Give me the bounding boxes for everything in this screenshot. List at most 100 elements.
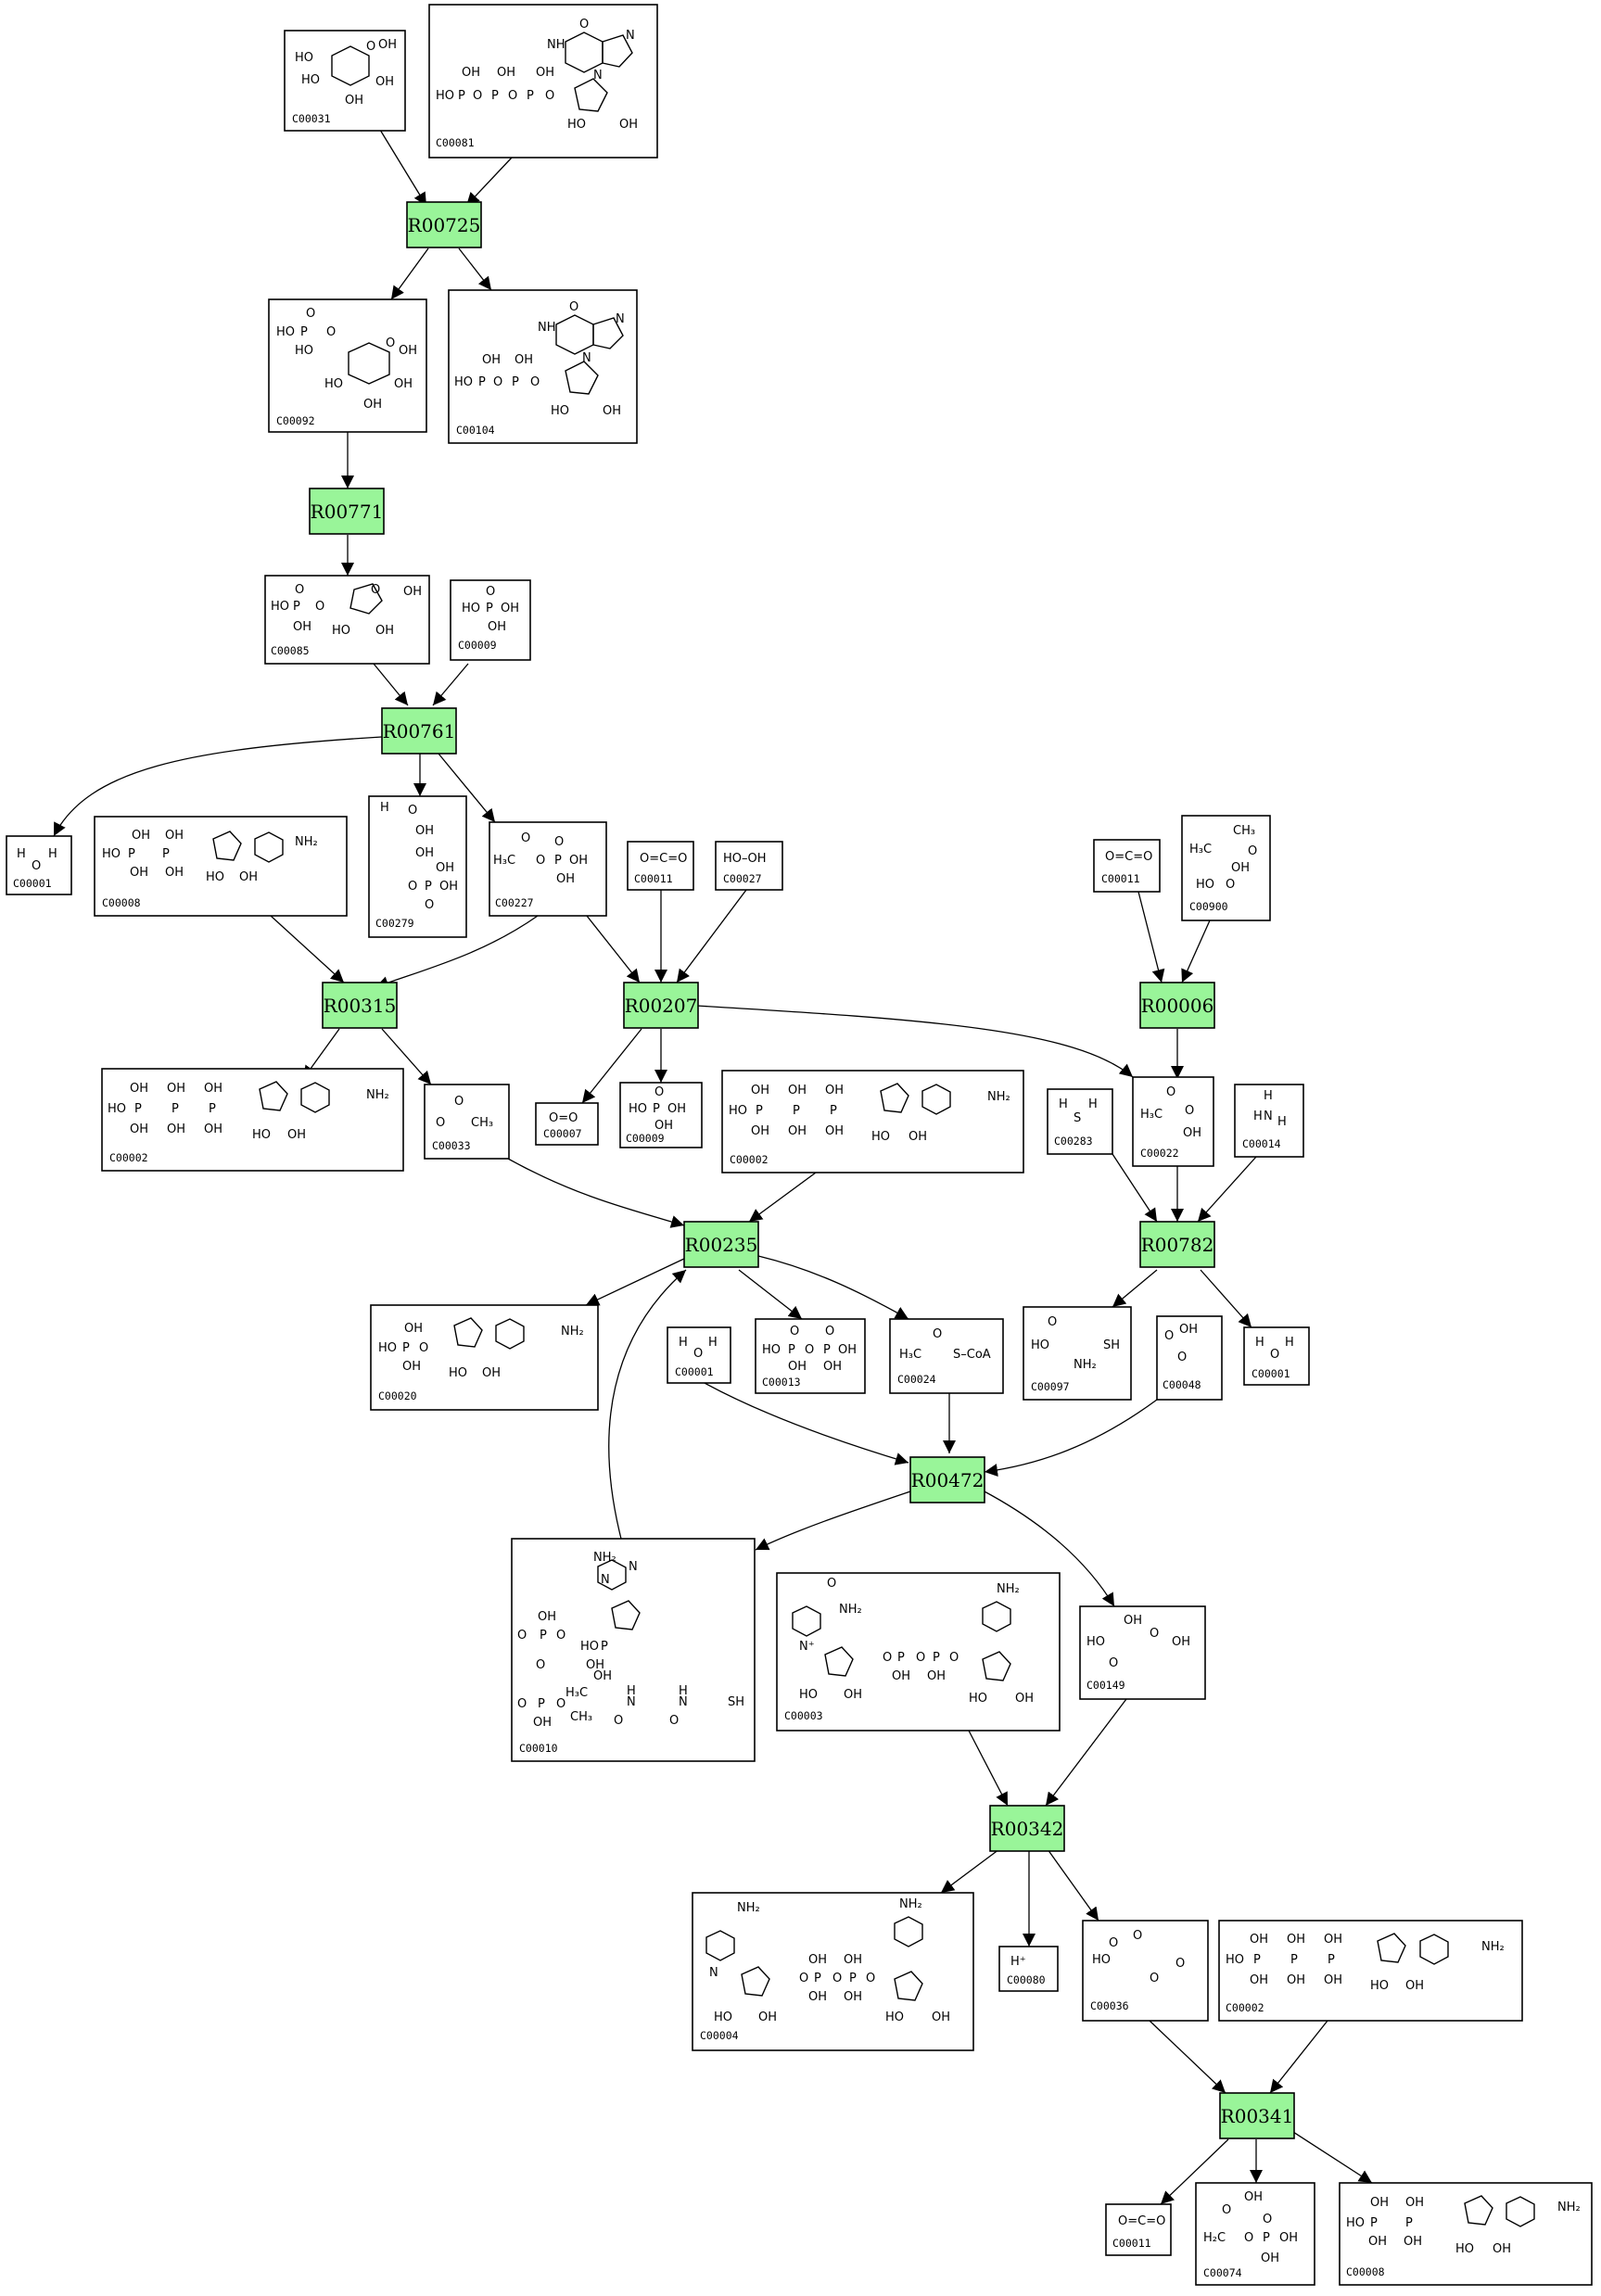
compound-c00024[interactable]: O H₃C S–CoA C00024 bbox=[889, 1318, 1004, 1394]
reaction-r00207[interactable]: R00207 bbox=[623, 982, 699, 1029]
atom: OH bbox=[204, 1082, 222, 1096]
compound-c00014[interactable]: H H N H C00014 bbox=[1234, 1084, 1304, 1158]
compound-c00001-a[interactable]: H O H C00001 bbox=[6, 835, 72, 895]
atom: H bbox=[679, 1336, 688, 1350]
atom: O bbox=[536, 854, 545, 868]
compound-c00011-a[interactable]: O=C=O C00011 bbox=[627, 841, 694, 891]
compound-c00033[interactable]: O O CH₃ C00033 bbox=[424, 1084, 510, 1160]
compound-c00002-b[interactable]: NH₂ OH OH OH HO P P P OH OH OH HO OH C00… bbox=[721, 1070, 1024, 1173]
atom: NH₂ bbox=[561, 1325, 584, 1338]
atom: P bbox=[814, 1972, 821, 1985]
atom: O bbox=[669, 1714, 679, 1728]
reaction-label: R00472 bbox=[911, 1469, 985, 1491]
reaction-r00006[interactable]: R00006 bbox=[1139, 982, 1215, 1029]
atom: OH bbox=[1179, 1323, 1198, 1337]
compound-c00900[interactable]: CH₃ H₃C O OH HO O C00900 bbox=[1181, 815, 1271, 921]
reaction-r00782[interactable]: R00782 bbox=[1139, 1221, 1215, 1268]
compound-c00001-b[interactable]: H O H C00001 bbox=[667, 1326, 731, 1384]
compound-c00004[interactable]: NH₂ N NH₂ P P O O O OH OH OH OH HO OH HO… bbox=[692, 1892, 974, 2051]
compound-c00013[interactable]: O O HO P O P OH OH OH C00013 bbox=[755, 1318, 866, 1394]
compound-c00002-a[interactable]: NH₂ OH OH OH HO P P P OH OH OH HO OH C00… bbox=[101, 1068, 404, 1172]
reaction-r00725[interactable]: R00725 bbox=[406, 201, 482, 248]
reaction-r00771[interactable]: R00771 bbox=[309, 488, 385, 535]
atom: P bbox=[601, 1640, 608, 1654]
compound-c00283[interactable]: H S H C00283 bbox=[1047, 1088, 1113, 1155]
compound-c00020[interactable]: NH₂ OH HO P O OH HO OH C00020 bbox=[370, 1304, 599, 1411]
compound-c00022[interactable]: O H₃C O OH C00022 bbox=[1132, 1076, 1214, 1167]
atom: O bbox=[825, 1325, 834, 1338]
atom: H bbox=[708, 1336, 718, 1350]
atom: P bbox=[486, 602, 493, 615]
atom: N bbox=[627, 1695, 636, 1709]
compound-c00048[interactable]: OH O O C00048 bbox=[1156, 1315, 1223, 1401]
compound-c00011-b[interactable]: O=C=O C00011 bbox=[1093, 839, 1161, 893]
reaction-r00342[interactable]: R00342 bbox=[989, 1805, 1065, 1852]
atom: P bbox=[1253, 1953, 1261, 1967]
compound-c00080[interactable]: H⁺ C00080 bbox=[998, 1946, 1059, 1992]
atom: OH bbox=[593, 1669, 612, 1683]
atom: HO bbox=[567, 118, 586, 132]
atom: OH bbox=[844, 1990, 862, 2004]
atom: O bbox=[654, 1085, 664, 1099]
atom: OH bbox=[1261, 2252, 1279, 2265]
reaction-r00235[interactable]: R00235 bbox=[683, 1221, 759, 1268]
compound-c00009[interactable]: O HO P OH OH C00009 bbox=[450, 579, 531, 661]
reaction-r00472[interactable]: R00472 bbox=[909, 1456, 985, 1503]
compound-id: C00085 bbox=[271, 644, 310, 657]
compound-id: C00097 bbox=[1031, 1380, 1070, 1393]
atom: HO bbox=[1455, 2242, 1474, 2256]
compound-id: C00048 bbox=[1163, 1378, 1201, 1391]
compound-c00097[interactable]: O HO NH₂ SH C00097 bbox=[1023, 1306, 1132, 1401]
atom: OH bbox=[515, 353, 533, 367]
reaction-r00315[interactable]: R00315 bbox=[322, 982, 398, 1029]
atom: OH bbox=[619, 118, 638, 132]
compound-c00036[interactable]: O HO O O O C00036 bbox=[1082, 1920, 1209, 2022]
atom: N bbox=[1264, 1110, 1273, 1123]
compound-c00001-c[interactable]: H O H C00001 bbox=[1243, 1326, 1310, 1386]
compound-c00007[interactable]: O=O C00007 bbox=[535, 1102, 599, 1146]
compound-c00104[interactable]: O NH N N OH OH HO P P O O HO OH C00104 bbox=[448, 289, 638, 444]
compound-c00008[interactable]: NH₂ OH OH HO P P OH OH HO OH C00008 bbox=[94, 816, 348, 917]
atom: OH bbox=[838, 1343, 857, 1357]
compound-id: C00014 bbox=[1242, 1137, 1281, 1150]
edge-af-r00342 bbox=[1045, 1698, 1127, 1807]
atom: OH bbox=[165, 866, 184, 880]
atom: HO bbox=[454, 375, 473, 389]
reaction-r00341[interactable]: R00341 bbox=[1219, 2092, 1295, 2139]
atom: NH₂ bbox=[1557, 2201, 1581, 2214]
compound-c00031[interactable]: O HO OH HO OH OH C00031 bbox=[284, 30, 406, 132]
compound-id: C00031 bbox=[292, 112, 331, 125]
atom: OH bbox=[808, 1953, 827, 1967]
compound-id: C00002 bbox=[109, 1151, 148, 1164]
compound-c00008-b[interactable]: NH₂ OH OH HO P P OH OH HO OH C00008 bbox=[1339, 2182, 1593, 2286]
compound-c00011-c[interactable]: O=C=O C00011 bbox=[1105, 2203, 1172, 2256]
atom: NH bbox=[547, 38, 565, 52]
atom: HO bbox=[332, 624, 350, 638]
atom: HO bbox=[295, 51, 313, 65]
compound-c00081[interactable]: O NH N N OH OH OH HO P P P O O O HO OH C… bbox=[428, 4, 658, 159]
compound-c00009-b[interactable]: O HO P OH OH C00009 bbox=[619, 1082, 703, 1148]
compound-c00149[interactable]: OH HO OH O O C00149 bbox=[1079, 1605, 1206, 1700]
atom: OH bbox=[167, 1082, 185, 1096]
edge-s-r00235 bbox=[748, 1172, 817, 1223]
edges bbox=[53, 129, 1373, 2205]
compound-c00010[interactable]: NH₂ N N OH P O O HO P OH O P O O OH H₃C … bbox=[511, 1538, 756, 1762]
compound-c00085[interactable]: O HO P O OH O OH HO OH C00085 bbox=[264, 575, 430, 665]
atom: O bbox=[1109, 1936, 1118, 1950]
reaction-label: R00207 bbox=[625, 995, 698, 1017]
reaction-r00761[interactable]: R00761 bbox=[381, 707, 457, 755]
reaction-label: R00342 bbox=[991, 1818, 1064, 1840]
compound-c00027[interactable]: HO–OH C00027 bbox=[715, 841, 783, 891]
atom: OH bbox=[363, 398, 382, 412]
compound-c00002-c[interactable]: NH₂ OH OH OH HO P P P OH OH OH HO OH C00… bbox=[1218, 1920, 1523, 2022]
compound-c00003-a[interactable]: O NH₂ N⁺ NH₂ P P O O O OH OH HO OH HO OH… bbox=[776, 1572, 1061, 1732]
atom: O bbox=[827, 1577, 836, 1591]
compound-c00092[interactable]: O HO P O HO O OH HO OH OH C00092 bbox=[268, 298, 427, 433]
atom: P bbox=[172, 1102, 179, 1116]
atom: OH bbox=[497, 66, 515, 80]
compound-c00074[interactable]: OH O H₂C O P OH O OH C00074 bbox=[1195, 2182, 1315, 2286]
compound-c00279[interactable]: H O OH OH OH O P OH O C00279 bbox=[368, 795, 467, 938]
atom: OH bbox=[436, 861, 454, 875]
compound-id: C00011 bbox=[1101, 872, 1140, 885]
compound-c00227[interactable]: O H₃C O P OH O OH C00227 bbox=[489, 821, 607, 917]
